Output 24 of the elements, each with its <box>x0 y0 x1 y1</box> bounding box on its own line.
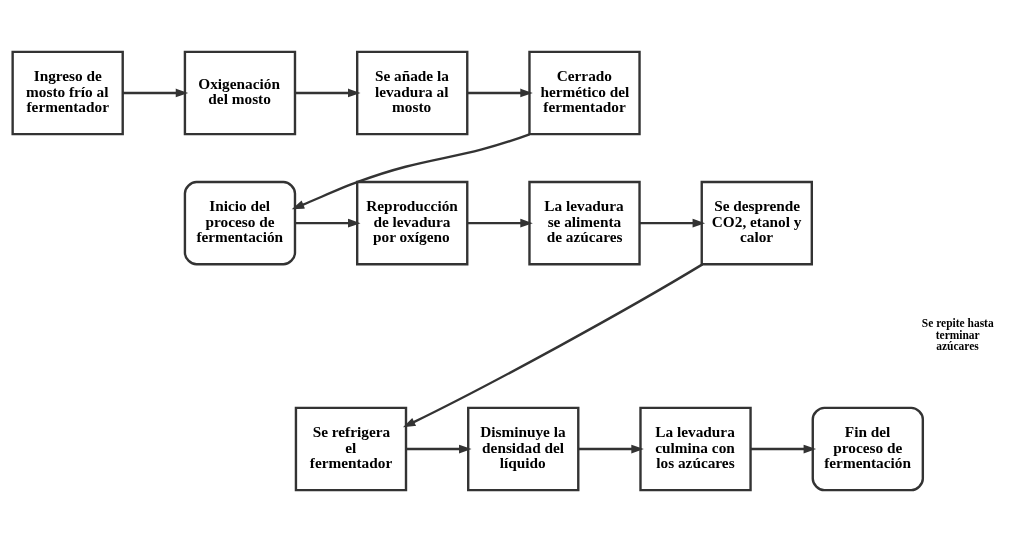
arrow <box>467 218 533 228</box>
node-box: La levadura se alimenta de azúcares <box>528 180 641 266</box>
arrow <box>291 133 530 210</box>
label: Se repite hasta terminar azúcares <box>921 317 994 353</box>
arrow <box>122 88 189 98</box>
node-box: Inicio del proceso de fermentación <box>183 180 297 266</box>
arrow <box>639 218 706 228</box>
arrow <box>406 444 472 454</box>
node-box: Se añade la levadura al mosto <box>356 50 469 136</box>
node-box: Ingreso de mosto frío al fermentador <box>11 50 124 136</box>
arrow <box>467 88 533 98</box>
node-box: Disminuye la densidad del líquido <box>467 406 580 492</box>
arrow <box>578 444 644 454</box>
node-box: Reproducción de levadura por oxígeno <box>356 180 469 266</box>
node-box: Oxigenación del mosto <box>183 50 297 136</box>
arrow <box>295 88 361 98</box>
node-box: Se desprende CO2, etanol y calor <box>700 180 813 266</box>
node-box: Se refrigera el fermentador <box>294 406 408 492</box>
arrow <box>295 218 361 228</box>
node-box: La levadura culmina con los azúcares <box>639 406 752 492</box>
arrow <box>402 263 704 428</box>
node-box: Fin del proceso de fermentación <box>811 406 925 492</box>
node-box: Cerrado hermético del fermentador <box>528 50 641 136</box>
arrow <box>750 444 817 454</box>
